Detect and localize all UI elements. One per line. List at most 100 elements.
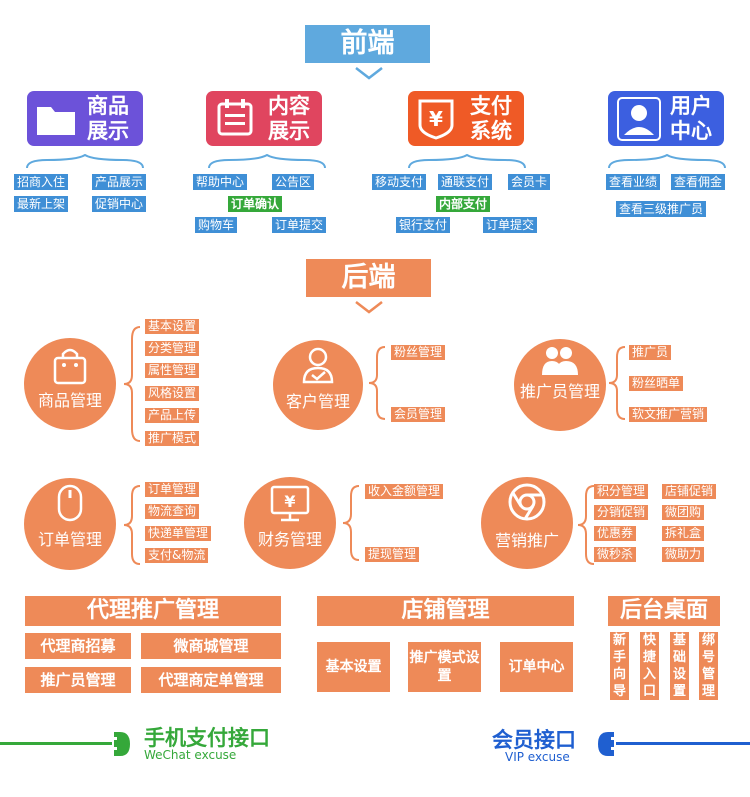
- tag-cart[interactable]: 购物车: [195, 217, 238, 233]
- wechat-interface-title: 手机支付接口: [144, 726, 270, 750]
- tag-order-submit[interactable]: 订单提交: [272, 217, 327, 233]
- product-management-module[interactable]: 商品管理: [24, 338, 116, 430]
- store-management-title: 店铺管理: [317, 596, 574, 626]
- brace: [26, 154, 144, 169]
- beginner-guide-button[interactable]: 新手向导: [610, 632, 629, 700]
- promoter-management-label: 推广员管理: [519, 382, 600, 401]
- svg-text:¥: ¥: [429, 107, 443, 131]
- user-center-card: 用户中心: [608, 91, 724, 146]
- mouse-icon: [57, 484, 83, 522]
- module-item[interactable]: 物流查询: [145, 504, 200, 519]
- marketing-label: 营销推广: [494, 531, 559, 550]
- tag-announcements[interactable]: 公告区: [272, 174, 315, 190]
- vip-line: [616, 742, 750, 745]
- customer-management-label: 客户管理: [285, 392, 350, 411]
- finance-management-module[interactable]: ¥ 财务管理: [244, 477, 336, 569]
- brace: [208, 154, 326, 169]
- tag-view-performance[interactable]: 查看业绩: [606, 174, 661, 190]
- brace: [123, 326, 141, 442]
- content-display-card: 内容展示: [206, 91, 322, 146]
- chrome-icon: [508, 483, 546, 521]
- order-management-module[interactable]: 订单管理: [24, 478, 116, 570]
- wechat-line: [0, 742, 112, 745]
- store-promotion-mode-button[interactable]: 推广模式设置: [408, 642, 481, 692]
- tag-allinpay[interactable]: 通联支付: [438, 174, 493, 190]
- brace: [577, 485, 595, 565]
- module-item[interactable]: 支付&物流: [145, 548, 209, 563]
- store-order-center-button[interactable]: 订单中心: [500, 642, 573, 692]
- module-item[interactable]: 风格设置: [145, 386, 200, 401]
- yen-icon: ¥: [418, 99, 454, 140]
- backend-title: 后端: [306, 259, 431, 297]
- module-item[interactable]: 属性管理: [145, 363, 200, 378]
- promoter-management-button[interactable]: 推广员管理: [25, 667, 131, 693]
- module-item[interactable]: 优惠券: [594, 526, 637, 541]
- module-item[interactable]: 分销促销: [594, 505, 649, 520]
- module-item[interactable]: 基本设置: [145, 319, 200, 334]
- module-item[interactable]: 快递单管理: [145, 526, 212, 541]
- module-item[interactable]: 微助力: [662, 547, 705, 562]
- module-item[interactable]: 粉丝晒单: [629, 376, 684, 391]
- module-item[interactable]: 粉丝管理: [391, 345, 446, 360]
- brace: [608, 154, 726, 169]
- basic-settings-button[interactable]: 基础设置: [670, 632, 689, 700]
- content-display-label: 内容展示: [268, 94, 310, 143]
- tag-promotion-center[interactable]: 促销中心: [92, 196, 147, 212]
- backend-desk-title: 后台桌面: [608, 596, 720, 626]
- brace: [123, 485, 141, 565]
- plug-icon: [110, 732, 130, 756]
- micro-mall-button[interactable]: 微商城管理: [141, 633, 281, 659]
- agent-order-button[interactable]: 代理商定单管理: [141, 667, 281, 693]
- product-management-label: 商品管理: [37, 391, 102, 410]
- module-item[interactable]: 分类管理: [145, 341, 200, 356]
- tag-product-display[interactable]: 产品展示: [92, 174, 147, 190]
- module-item[interactable]: 提现管理: [365, 547, 420, 562]
- binding-management-button[interactable]: 绑号管理: [699, 632, 718, 700]
- chevron-down-icon: [355, 301, 383, 314]
- tag-help-center[interactable]: 帮助中心: [193, 174, 248, 190]
- vip-interface-title: 会员接口: [492, 728, 576, 752]
- plug-icon: [598, 732, 618, 756]
- module-item[interactable]: 微秒杀: [594, 547, 637, 562]
- frontend-title: 前端: [305, 25, 430, 63]
- svg-text:¥: ¥: [284, 492, 295, 511]
- tag-view-commission[interactable]: 查看佣金: [671, 174, 726, 190]
- agent-recruit-button[interactable]: 代理商招募: [25, 633, 131, 659]
- tag-new-arrivals[interactable]: 最新上架: [14, 196, 69, 212]
- chevron-down-icon: [355, 67, 383, 80]
- person-check-icon: [302, 347, 334, 384]
- product-display-label: 商品展示: [87, 94, 129, 143]
- tag-internal-pay[interactable]: 内部支付: [436, 196, 491, 212]
- customer-management-module[interactable]: 客户管理: [273, 340, 363, 430]
- brace: [608, 346, 626, 420]
- module-item[interactable]: 店铺促销: [662, 484, 717, 499]
- finance-management-label: 财务管理: [257, 530, 322, 549]
- tag-view-promoters[interactable]: 查看三级推广员: [616, 201, 707, 217]
- module-item[interactable]: 微团购: [662, 505, 705, 520]
- shortcut-entry-button[interactable]: 快捷入口: [640, 632, 659, 700]
- tag-mobile-pay[interactable]: 移动支付: [372, 174, 427, 190]
- module-item[interactable]: 产品上传: [145, 408, 200, 423]
- brace: [408, 154, 526, 169]
- module-item[interactable]: 拆礼盒: [662, 526, 705, 541]
- user-center-label: 用户中心: [670, 94, 712, 143]
- promoter-management-module[interactable]: 推广员管理: [514, 339, 606, 431]
- monitor-yen-icon: ¥: [270, 485, 310, 522]
- calendar-icon: [217, 99, 253, 136]
- marketing-module[interactable]: 营销推广: [481, 477, 573, 569]
- tag-bank-pay[interactable]: 银行支付: [396, 217, 451, 233]
- tag-order-confirm[interactable]: 订单确认: [228, 196, 283, 212]
- product-display-card: 商品展示: [27, 91, 143, 146]
- module-item[interactable]: 订单管理: [145, 482, 200, 497]
- module-item[interactable]: 收入金额管理: [365, 484, 444, 499]
- payment-system-label: 支付系统: [470, 94, 512, 143]
- tag-merchant-join[interactable]: 招商入住: [14, 174, 69, 190]
- module-item[interactable]: 积分管理: [594, 484, 649, 499]
- module-item[interactable]: 推广模式: [145, 431, 200, 446]
- store-basic-settings-button[interactable]: 基本设置: [317, 642, 390, 692]
- module-item[interactable]: 会员管理: [391, 407, 446, 422]
- module-item[interactable]: 推广员: [629, 345, 672, 360]
- tag-member-card[interactable]: 会员卡: [508, 174, 551, 190]
- tag-order-submit-2[interactable]: 订单提交: [483, 217, 538, 233]
- module-item[interactable]: 软文推广营销: [629, 407, 708, 422]
